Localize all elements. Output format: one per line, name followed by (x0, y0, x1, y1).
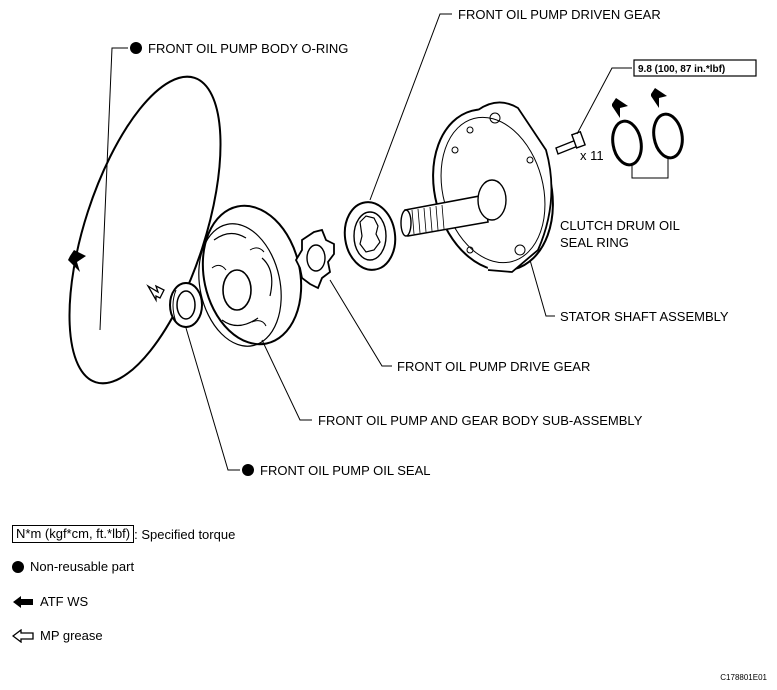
drive-gear-part (294, 228, 335, 290)
grease-arrow-icon (12, 628, 34, 643)
atf-arrow-o-ring-icon (68, 250, 86, 272)
non-reusable-oil-seal-icon (242, 464, 254, 476)
pump-body-label: FRONT OIL PUMP AND GEAR BODY SUB-ASSEMBL… (318, 413, 643, 428)
torque-box (633, 59, 757, 77)
legend-atf: ATF WS (12, 594, 88, 609)
legend-non-reusable: Non-reusable part (12, 559, 134, 574)
non-reusable-o-ring-icon (130, 42, 142, 54)
non-reusable-dot-icon (12, 560, 24, 573)
atf-arrow-ring-2-icon (651, 88, 667, 108)
torque-value: 9.8 (100, 87 in.*lbf) (638, 64, 725, 75)
legend-atf-label: ATF WS (40, 594, 89, 609)
legend-grease-label: MP grease (40, 628, 103, 643)
legend-torque: N*m (kgf*cm, ft.*lbf): Specified torque (12, 525, 235, 543)
o-ring-label: FRONT OIL PUMP BODY O-RING (148, 41, 348, 56)
bolt-part (555, 130, 586, 155)
seal-ring-label-line1: CLUTCH DRUM OIL (560, 218, 680, 233)
oil-seal-label: FRONT OIL PUMP OIL SEAL (260, 463, 431, 478)
legend-grease: MP grease (12, 628, 103, 643)
figure-code: C178801E01 (720, 673, 767, 682)
legend-torque-desc: : Specified torque (134, 526, 236, 542)
pump-body-part (198, 204, 303, 347)
seal-ring-2-part (652, 112, 684, 160)
bolt-count: x 11 (580, 148, 604, 163)
atf-arrow-icon (13, 595, 33, 608)
atf-arrow-ring-1-icon (612, 98, 628, 118)
legend-non-reusable-label: Non-reusable part (30, 559, 135, 574)
seal-ring-1-part (611, 119, 643, 167)
seal-ring-label-line2: SEAL RING (560, 235, 629, 250)
grease-arrow-oil-seal-icon (146, 284, 165, 303)
driven-gear-part (343, 201, 397, 271)
stator-shaft-part (400, 101, 554, 273)
drive-gear-label: FRONT OIL PUMP DRIVE GEAR (397, 359, 590, 374)
stator-label: STATOR SHAFT ASSEMBLY (560, 309, 729, 324)
oil-seal-part (169, 282, 203, 328)
driven-gear-label: FRONT OIL PUMP DRIVEN GEAR (458, 7, 661, 22)
legend-torque-unit: N*m (kgf*cm, ft.*lbf) (12, 525, 135, 543)
o-ring-part (68, 75, 222, 385)
